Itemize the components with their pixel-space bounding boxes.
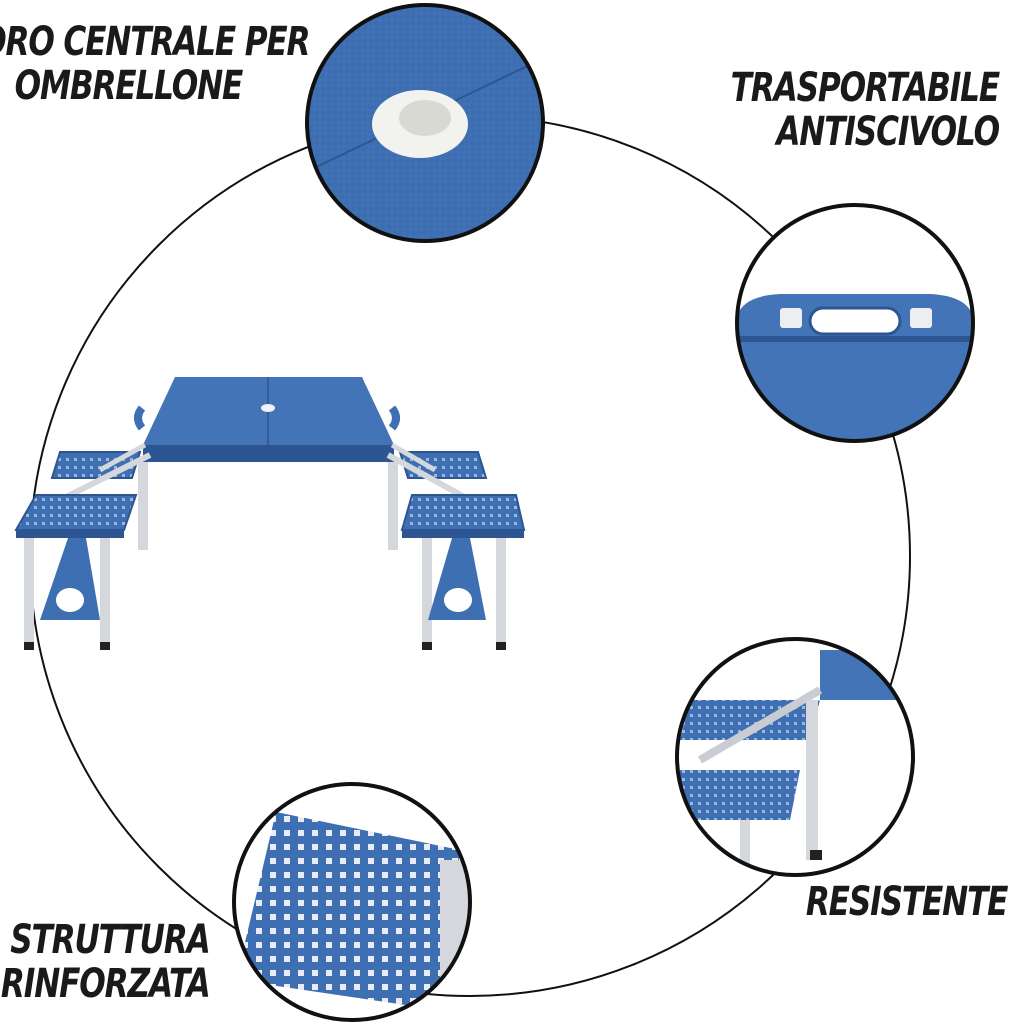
label-portable: TRASPORTABILE ANTISCIVOLO xyxy=(730,65,1000,155)
label-umbrella-hole: FORO CENTRALE PER OMBRELLONE xyxy=(0,19,311,109)
label-portable-line-1: TRASPORTABILE xyxy=(730,65,1000,111)
detail-handle xyxy=(735,203,975,443)
label-reinforced: STRUTTURA RINFORZATA xyxy=(0,917,211,1007)
picnic-table xyxy=(14,377,526,650)
label-umbrella-hole-line-1: FORO CENTRALE PER xyxy=(0,19,311,65)
label-resistant-line-1: RESISTENTE xyxy=(805,879,1009,925)
label-umbrella-hole-line-2: OMBRELLONE xyxy=(14,63,244,109)
detail-perforated-grid xyxy=(232,782,472,1022)
label-resistant: RESISTENTE xyxy=(805,879,1009,925)
label-portable-line-2: ANTISCIVOLO xyxy=(776,109,1000,155)
label-reinforced-line-1: STRUTTURA xyxy=(10,917,211,963)
label-reinforced-line-2: RINFORZATA xyxy=(0,961,211,1007)
detail-umbrella-hole xyxy=(305,3,545,243)
detail-seat-frame xyxy=(675,637,915,877)
